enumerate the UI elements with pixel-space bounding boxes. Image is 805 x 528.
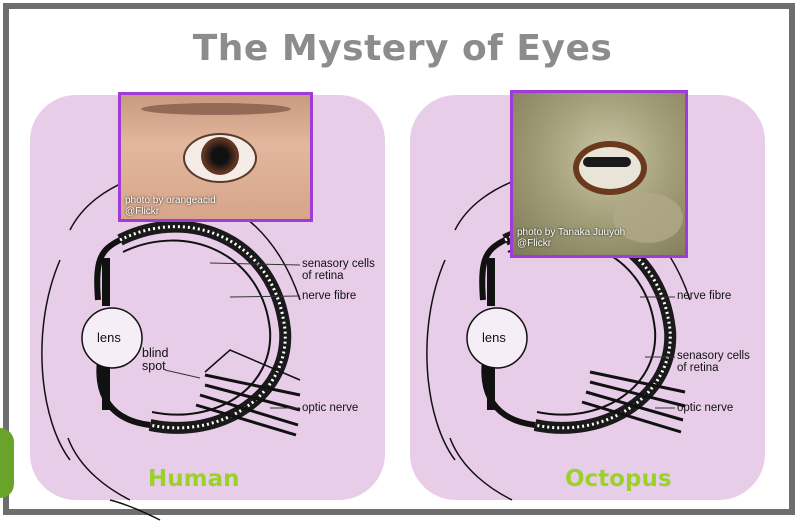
human-label-optic-nerve: optic nerve	[302, 402, 358, 414]
human-photo-credit: photo by orangeacid @Flickr	[125, 195, 295, 217]
octopus-label-lens: lens	[482, 330, 506, 345]
octopus-pupil	[583, 157, 631, 167]
octopus-label-optic-nerve: optic nerve	[677, 402, 733, 414]
octopus-label-sensory-cells: senasory cells of retina	[677, 350, 750, 374]
octopus-photo-credit: photo by Tanaka Juuyoh @Flickr	[517, 227, 687, 249]
octopus-eye-photo: photo by Tanaka Juuyoh @Flickr	[510, 90, 688, 258]
human-label-nerve-fibre: nerve fibre	[302, 290, 356, 302]
octopus-photo-credit-line1: photo by Tanaka Juuyoh	[517, 227, 687, 238]
octopus-caption: Octopus	[565, 466, 672, 492]
human-label-blind-spot-line2: spot	[142, 360, 168, 373]
octopus-label-nerve-fibre: nerve fibre	[677, 290, 731, 302]
human-label-sensory-cells: senasory cells of retina	[302, 258, 375, 282]
human-caption: Human	[148, 466, 239, 492]
human-eyebrow	[141, 103, 291, 115]
octopus-label-sensory-cells-line2: of retina	[677, 362, 750, 374]
human-label-sensory-cells-line2: of retina	[302, 270, 375, 282]
human-photo-credit-line2: @Flickr	[125, 206, 295, 217]
human-photo-credit-line1: photo by orangeacid	[125, 195, 295, 206]
octopus-eye-ring	[573, 141, 647, 195]
octopus-label-sensory-cells-line1: senasory cells	[677, 350, 750, 362]
human-label-lens: lens	[97, 330, 121, 345]
human-label-blind-spot: blind spot	[142, 347, 168, 373]
human-eye-photo: photo by orangeacid @Flickr	[118, 92, 313, 222]
human-label-sensory-cells-line1: senasory cells	[302, 258, 375, 270]
octopus-photo-credit-line2: @Flickr	[517, 238, 687, 249]
human-pupil	[201, 137, 239, 175]
